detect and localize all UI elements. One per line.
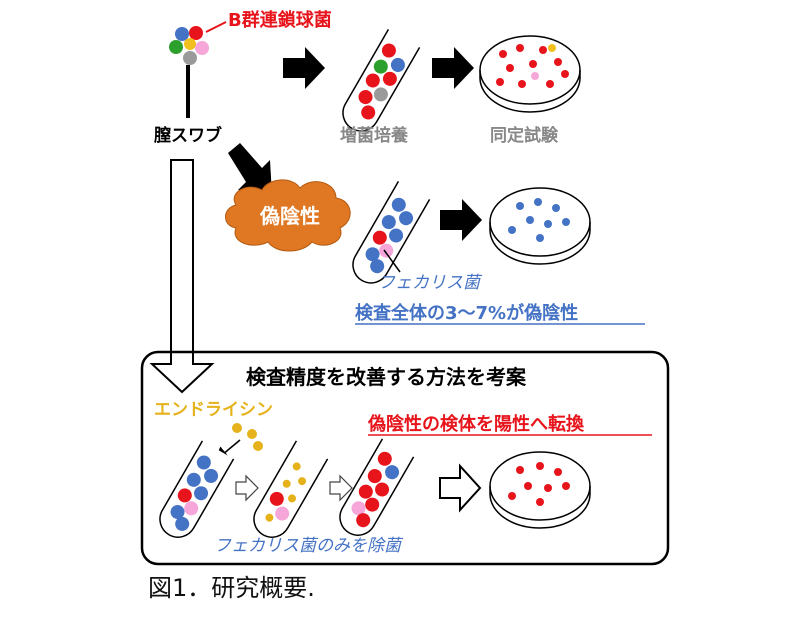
faecalis-label: フェカリス菌: [378, 273, 483, 293]
swab-label: 膣スワブ: [154, 125, 222, 146]
false-negative-cloud: [225, 179, 351, 252]
hollow-down-arrow-icon: [149, 159, 215, 394]
hollow-arrow-icon: [439, 463, 482, 513]
swab-icon: [169, 26, 209, 118]
tube-with-endolysin: [253, 440, 329, 538]
arrow-icon: [432, 47, 474, 89]
box-title: 検査精度を改善する方法を考案: [246, 365, 527, 389]
proposed-method-box: [140, 350, 670, 566]
tube-before-treatment: [159, 440, 235, 538]
false-negative-label: 偽陰性: [259, 204, 320, 228]
enrichment-tube: [342, 29, 421, 132]
endolysin-star-icon: [232, 423, 263, 451]
tube-gbs-enriched: [339, 438, 415, 536]
endolysin-label: エンドライシン: [154, 400, 273, 420]
arrow-icon: [228, 143, 272, 195]
figure-caption: 図1．研究概要.: [148, 574, 315, 602]
arrow-icon: [283, 47, 325, 89]
identification-label: 同定試験: [490, 125, 559, 146]
gbs-label: B群連鎖球菌: [228, 9, 332, 31]
remove-faecalis-label: フェカリス菌のみを除菌: [214, 536, 404, 556]
faecalis-pointer: [383, 249, 401, 273]
plate-gbs-detected: [489, 451, 591, 529]
hollow-down-arrow-tip: [156, 354, 208, 390]
small-hollow-arrow-icon: [329, 474, 353, 502]
small-hollow-arrow-icon: [235, 474, 259, 502]
gbs-pointer: [205, 21, 227, 33]
false-negative-tube: [352, 181, 431, 284]
plate-gbs-positive: [479, 35, 581, 113]
arrow-icon: [440, 199, 482, 241]
enrichment-label: 増菌培養: [340, 125, 408, 146]
plate-faecalis: [489, 187, 591, 265]
convert-label: 偽陰性の検体を陽性へ転換: [367, 413, 585, 435]
false-negative-rate: 検査全体の3～7%が偽陰性: [355, 302, 578, 324]
